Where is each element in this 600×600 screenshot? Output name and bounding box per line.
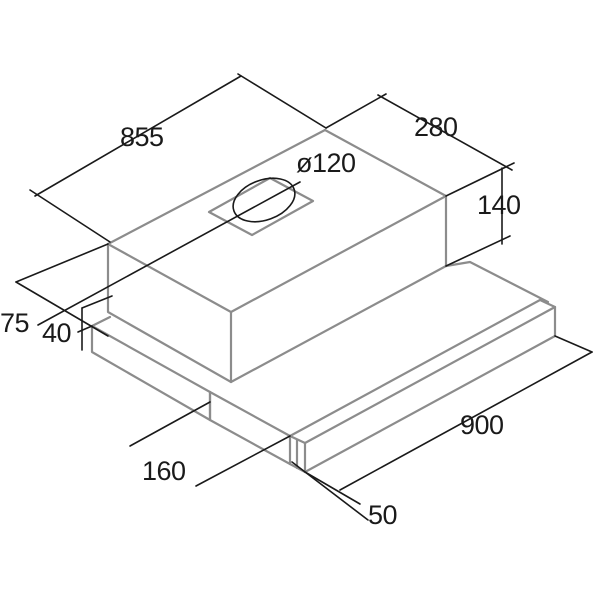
dim-line-160 — [129, 401, 211, 447]
leader-diameter — [37, 181, 301, 326]
chassis-front-face — [208, 390, 292, 466]
dim-line-75 — [15, 281, 109, 337]
ext-line-50 — [304, 471, 361, 505]
label-280: 280 — [414, 112, 458, 142]
ext-line-40-top — [81, 295, 113, 309]
dimension-labels: 855 280 ø120 140 75 40 160 900 50 — [0, 112, 521, 530]
ext-line-855-right — [237, 73, 327, 129]
label-50: 50 — [368, 500, 397, 530]
dim-line-50 — [291, 461, 369, 521]
dim-line-900 — [339, 351, 593, 491]
upper-box-front-face — [229, 194, 448, 384]
ext-line-280-left — [325, 93, 387, 129]
duct-circle — [232, 177, 296, 223]
ext-line-140-bottom — [445, 235, 511, 267]
label-40: 40 — [42, 318, 71, 348]
dim-line-855 — [34, 75, 242, 197]
label-855: 855 — [120, 122, 164, 152]
duct-outlet-frame — [207, 176, 315, 237]
ext-line-900-right — [554, 335, 593, 353]
label-160: 160 — [142, 456, 186, 486]
ext-line-855-left — [29, 189, 111, 243]
upper-box-left-face — [106, 242, 233, 384]
chassis-left-face — [90, 324, 212, 422]
visor-top-face — [288, 298, 557, 445]
label-900: 900 — [460, 410, 504, 440]
dimension-lines — [15, 73, 593, 521]
ext-line-40-bottom — [77, 325, 93, 333]
ext-line-75 — [15, 243, 109, 283]
label-75: 75 — [0, 308, 29, 338]
label-140: 140 — [477, 190, 521, 220]
dim-line-160-b — [195, 435, 291, 487]
chassis-top-edge — [90, 260, 550, 412]
dim-line-280 — [377, 94, 513, 171]
visor-right-face — [303, 305, 557, 474]
label-diameter-120: ø120 — [296, 148, 356, 178]
